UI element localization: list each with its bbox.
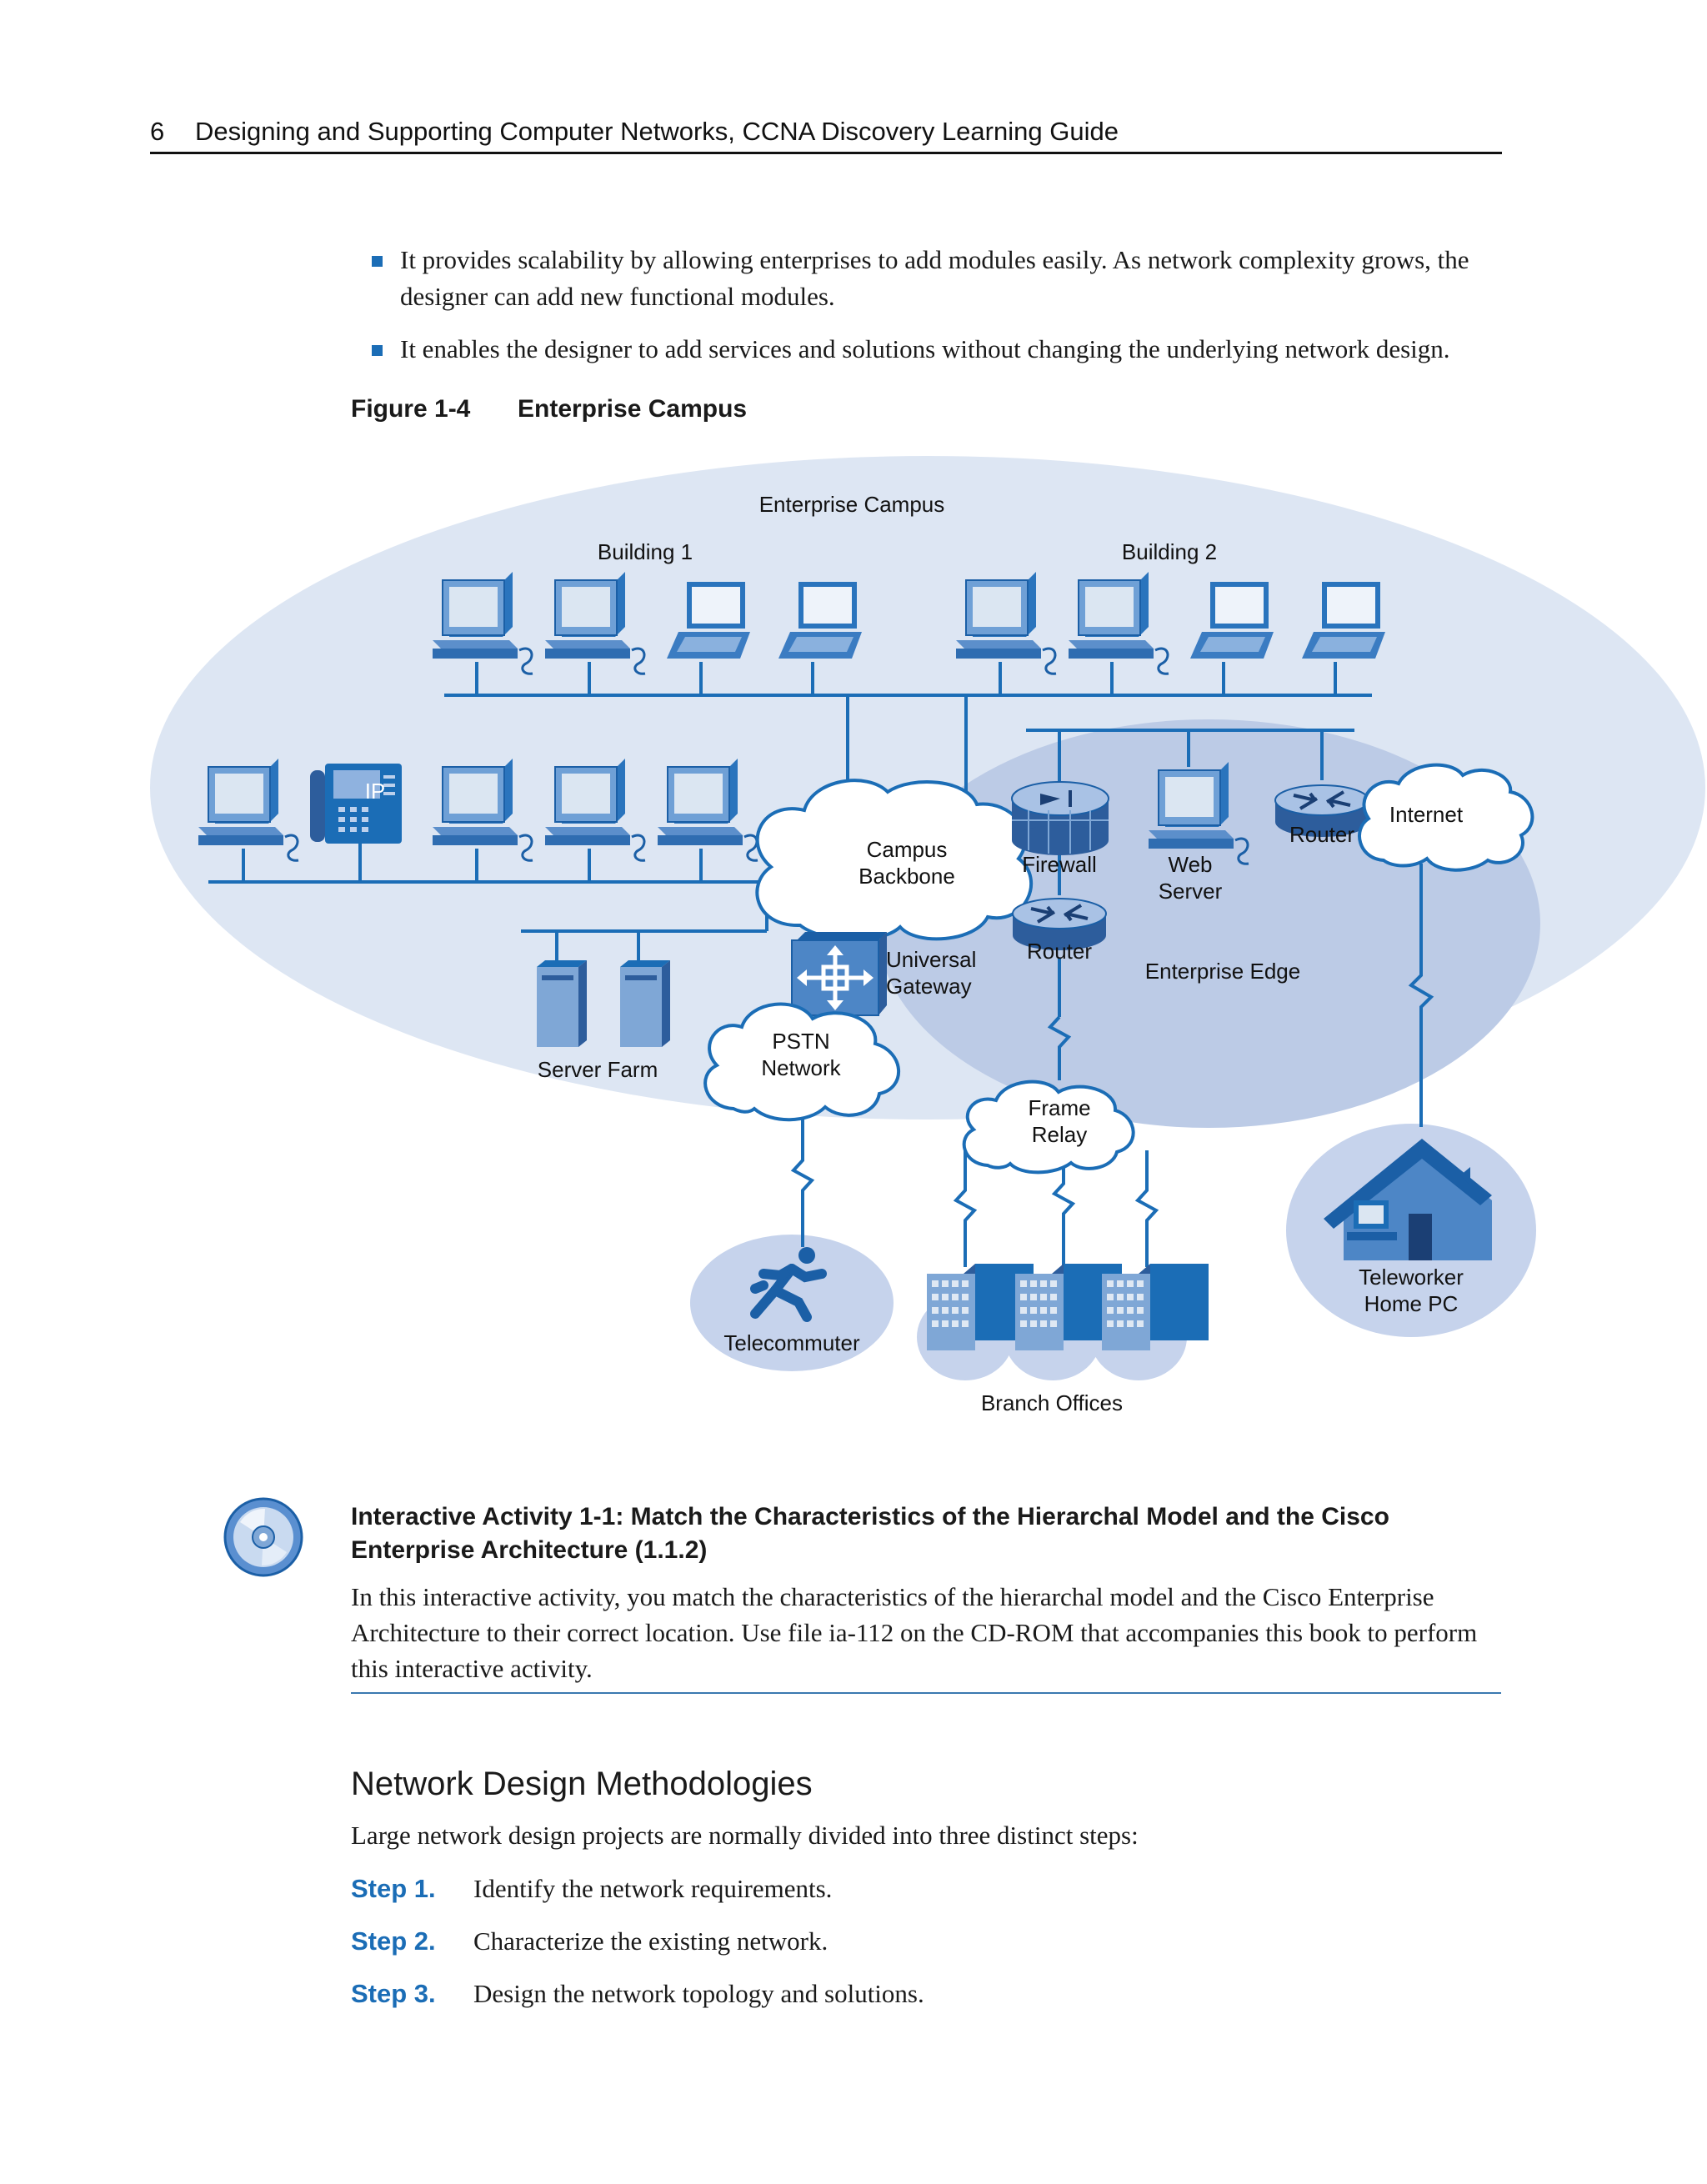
branch-offices-label: Branch Offices — [981, 1390, 1123, 1415]
universal-gateway-label-1: Universal — [886, 947, 976, 972]
router-mid-label: Router — [1027, 939, 1092, 964]
enterprise-campus-diagram: Enterprise Campus Building 1 Building 2 — [150, 456, 1705, 1415]
firewall-icon — [1011, 781, 1109, 855]
branch-office-building-icon — [1102, 1264, 1209, 1350]
router-top-label: Router — [1289, 822, 1354, 847]
internet-label: Internet — [1389, 802, 1464, 827]
bullet-text: It provides scalability by allowing ente… — [400, 245, 1469, 311]
running-head: 6 Designing and Supporting Computer Netw… — [150, 113, 1502, 154]
intro-paragraph: Large network design projects are normal… — [351, 1821, 1139, 1850]
internet-cloud-icon — [1358, 763, 1534, 872]
pstn-label-2: Network — [761, 1055, 841, 1080]
bullet-item: It enables the designer to add services … — [372, 331, 1514, 369]
enterprise-edge-label: Enterprise Edge — [1145, 959, 1300, 984]
universal-gateway-icon — [791, 932, 887, 1016]
firewall-label: Firewall — [1022, 852, 1097, 877]
cd-rom-icon — [223, 1497, 303, 1577]
step-text: Characterize the existing network. — [473, 1926, 828, 1956]
telecommuter-label: Telecommuter — [723, 1330, 860, 1355]
teleworker-label-1: Teleworker — [1359, 1265, 1464, 1290]
network-links — [208, 662, 1434, 1267]
pstn-cloud-icon — [703, 1002, 901, 1122]
server-icon — [537, 960, 587, 1047]
activity-divider — [351, 1692, 1501, 1694]
teleworker-house-icon — [1324, 1139, 1492, 1260]
step-text: Design the network topology and solution… — [473, 1979, 924, 2008]
frame-relay-cloud-icon — [962, 1079, 1135, 1175]
universal-gateway-label-2: Gateway — [886, 974, 972, 999]
step-label: Step 2. — [351, 1926, 436, 1956]
pstn-label-1: PSTN — [772, 1029, 829, 1054]
ip-phone-icon — [310, 764, 402, 844]
frame-relay-label-1: Frame — [1028, 1095, 1090, 1120]
campus-backbone-label-2: Backbone — [859, 864, 955, 889]
section-heading: Network Design Methodologies — [351, 1766, 813, 1802]
building-1-label: Building 1 — [598, 539, 693, 564]
bullet-item: It provides scalability by allowing ente… — [372, 242, 1514, 317]
bullet-text: It enables the designer to add services … — [400, 334, 1450, 363]
web-server-label-1: Web — [1169, 852, 1213, 877]
web-server-label-2: Server — [1159, 879, 1223, 904]
page-number: 6 — [150, 117, 165, 146]
server-icon — [620, 960, 670, 1047]
campus-backbone-cloud-icon — [755, 779, 1034, 942]
enterprise-campus-label: Enterprise Campus — [759, 492, 945, 517]
teleworker-label-2: Home PC — [1364, 1291, 1459, 1316]
frame-relay-label-2: Relay — [1032, 1122, 1087, 1147]
bullet-square-icon — [372, 256, 383, 267]
book-title: Designing and Supporting Computer Networ… — [195, 117, 1119, 146]
ip-phone-label: IP — [365, 779, 386, 804]
campus-backbone-label-1: Campus — [867, 837, 948, 862]
figure-title: Enterprise Campus — [518, 395, 748, 423]
step-label: Step 1. — [351, 1874, 436, 1903]
figure-label: Figure 1-4 — [351, 395, 471, 423]
bullet-square-icon — [372, 345, 383, 356]
server-farm-label: Server Farm — [538, 1057, 658, 1082]
activity-body: In this interactive activity, you match … — [351, 1582, 1478, 1683]
step-label: Step 3. — [351, 1979, 436, 2008]
building-2-label: Building 2 — [1122, 539, 1217, 564]
telecommuter-runner-icon — [750, 1247, 827, 1322]
activity-title: Interactive Activity 1-1: Match the Char… — [351, 1503, 1389, 1564]
step-text: Identify the network requirements. — [473, 1874, 833, 1903]
